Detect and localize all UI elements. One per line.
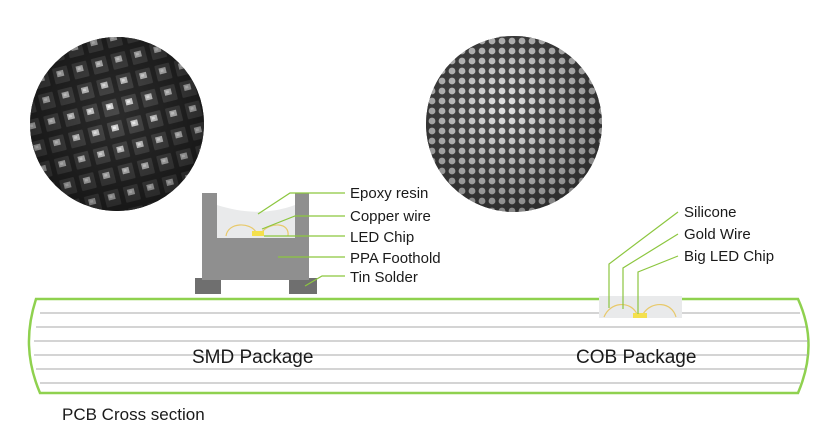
leader-line-copper-wire bbox=[261, 215, 345, 230]
smd-tin-solder-left bbox=[195, 278, 221, 294]
pcb-cross-section-caption: PCB Cross section bbox=[62, 405, 205, 424]
label-led-chip: LED Chip bbox=[350, 229, 414, 246]
label-copper-wire: Copper wire bbox=[350, 208, 431, 225]
cob-leader-lines bbox=[608, 211, 679, 314]
label-ppa-foothold: PPA Foothold bbox=[350, 250, 441, 267]
smd-copper-wire-left bbox=[225, 224, 257, 237]
cob-gold-wire-left bbox=[603, 304, 638, 318]
smd-ppa-foothold bbox=[202, 193, 309, 280]
cob-photo-vignette bbox=[426, 36, 602, 212]
smd-led-chip bbox=[252, 231, 264, 236]
smd-tin-solder-right bbox=[289, 278, 317, 294]
label-silicone: Silicone bbox=[684, 204, 737, 221]
label-tin-solder: Tin Solder bbox=[350, 269, 418, 286]
smd-photo-vignette bbox=[30, 37, 204, 211]
smd-closeup-photo bbox=[30, 37, 204, 211]
cob-closeup-photo bbox=[426, 36, 602, 212]
cob-silicone bbox=[599, 296, 682, 318]
leader-line-tin-solder bbox=[304, 275, 345, 287]
leader-line-epoxy bbox=[257, 192, 345, 215]
smd-leader-lines bbox=[257, 192, 345, 287]
label-gold-wire: Gold Wire bbox=[684, 226, 751, 243]
pcb-board bbox=[27, 297, 810, 395]
label-big-led-chip: Big LED Chip bbox=[684, 248, 774, 265]
leader-line-gold-wire bbox=[622, 233, 679, 309]
label-epoxy-resin: Epoxy resin bbox=[350, 185, 428, 202]
smd-epoxy-resin bbox=[217, 205, 295, 238]
cob-gold-wire-right bbox=[642, 304, 677, 318]
smd-package bbox=[195, 193, 317, 294]
cob-package-caption: COB Package bbox=[576, 347, 696, 368]
smd-package-caption: SMD Package bbox=[192, 347, 313, 368]
leader-line-silicone bbox=[608, 211, 679, 308]
smd-copper-wire-right bbox=[261, 224, 289, 237]
cob-big-led-chip bbox=[633, 313, 647, 318]
leader-line-big-led-chip bbox=[637, 255, 679, 314]
cob-package bbox=[599, 296, 682, 318]
